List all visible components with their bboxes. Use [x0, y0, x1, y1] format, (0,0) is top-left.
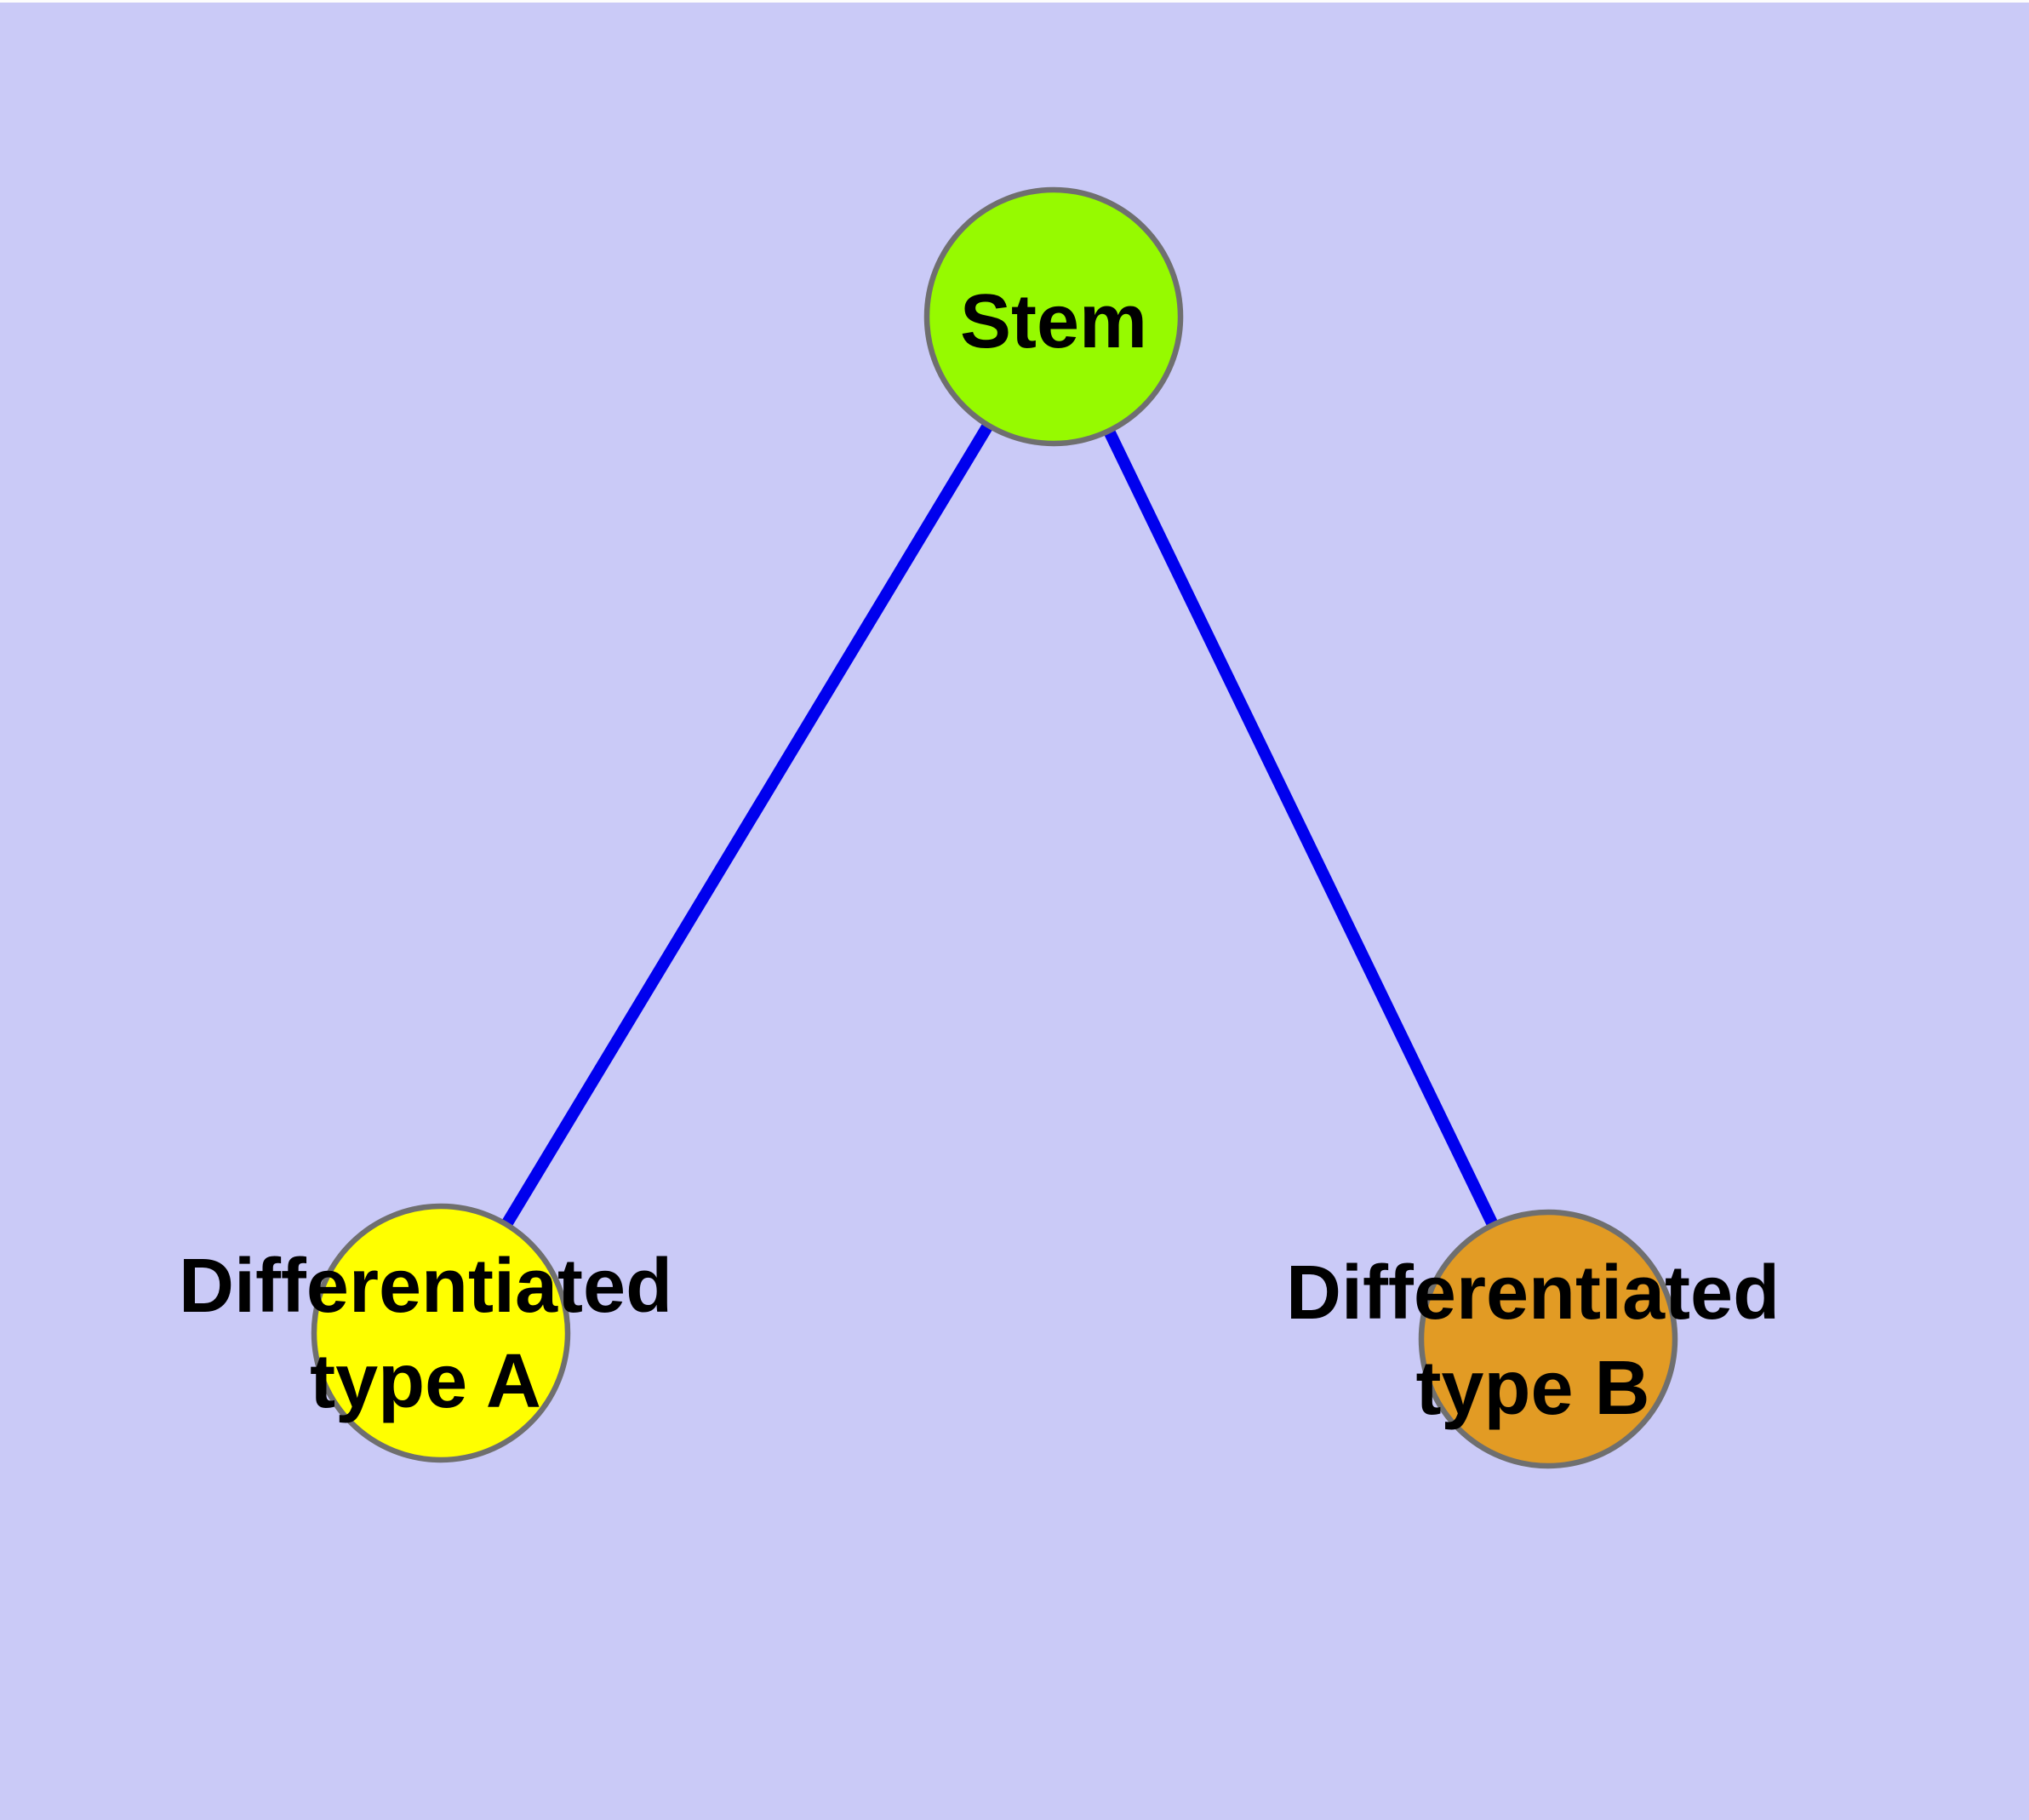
edge-stem-to-type-b: [1048, 313, 1554, 1342]
edge-stem-to-type-a: [436, 313, 1059, 1336]
node-stem-circle: [923, 186, 1184, 447]
node-stem-label-line1: Stem: [959, 279, 1148, 364]
top-edge-strip: [0, 0, 2029, 3]
node-type-a-label-line1: Differentiated: [178, 1244, 673, 1329]
node-type-a-circle: [311, 1203, 571, 1463]
node-type-b-label-line2: type B: [1415, 1346, 1650, 1431]
node-type-b-circle: [1418, 1209, 1678, 1469]
node-stem-label: Stem: [960, 274, 1147, 369]
node-type-a-label: Differentiated type A: [179, 1239, 672, 1429]
node-type-b-label-line1: Differentiated: [1285, 1251, 1780, 1336]
node-type-b-label: Differentiated type B: [1286, 1245, 1780, 1436]
node-type-a-label-line2: type A: [310, 1339, 541, 1424]
